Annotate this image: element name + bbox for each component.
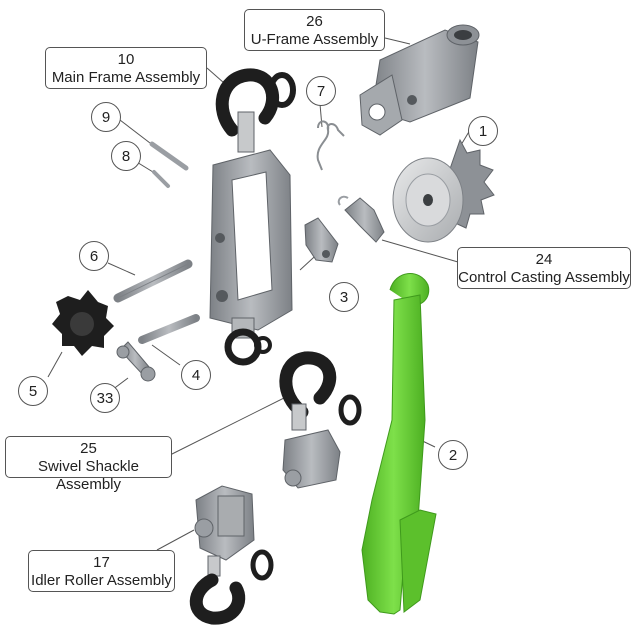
callout-8: 8 [111, 141, 141, 171]
spool-disc-part [392, 138, 495, 243]
callout-9: 9 [91, 102, 121, 132]
control-casting-part [337, 195, 385, 243]
label-control-casting-number: 24 [535, 251, 553, 268]
label-swivel-shackle-assembly: 25 Swivel Shackle Assembly [5, 436, 172, 493]
short-pin-part [138, 314, 200, 344]
label-idler-roller-assembly: 17 Idler Roller Assembly [28, 550, 175, 592]
label-swivel-shackle-number: 25 [80, 440, 97, 457]
callout-3: 3 [329, 282, 359, 312]
label-swivel-shackle-name: Swivel Shackle Assembly [38, 458, 139, 493]
label-idler-roller-number: 17 [93, 554, 110, 571]
label-control-casting-assembly: 24 Control Casting Assembly [457, 247, 631, 289]
label-main-frame-assembly: 10 Main Frame Assembly [45, 47, 207, 89]
label-main-frame-name: Main Frame Assembly [51, 69, 201, 86]
callout-33: 33 [90, 383, 120, 413]
u-frame-assembly-part [359, 24, 480, 136]
idler-roller-part [189, 485, 274, 625]
callout-4: 4 [181, 360, 211, 390]
label-u-frame-name: U-Frame Assembly [250, 31, 379, 48]
callout-2: 2 [438, 440, 468, 470]
pins-8-9 [149, 141, 189, 188]
callout-5: 5 [18, 376, 48, 406]
label-control-casting-name: Control Casting Assembly [458, 269, 630, 286]
green-strap-part [361, 273, 437, 615]
callout-6: 6 [79, 241, 109, 271]
callout-7: 7 [306, 76, 336, 106]
bracket-part [304, 217, 339, 263]
callout-1: 1 [468, 116, 498, 146]
label-u-frame-number: 26 [306, 13, 323, 30]
main-frame-assembly-part [209, 68, 296, 366]
long-pin-part [113, 259, 193, 303]
label-idler-roller-name: Idler Roller Assembly [31, 572, 172, 589]
spring-part [316, 120, 345, 171]
label-main-frame-number: 10 [117, 51, 135, 68]
label-u-frame-assembly: 26 U-Frame Assembly [244, 9, 385, 51]
link-part [116, 341, 156, 382]
swivel-shackle-part [279, 351, 362, 489]
knob-part [52, 290, 114, 356]
